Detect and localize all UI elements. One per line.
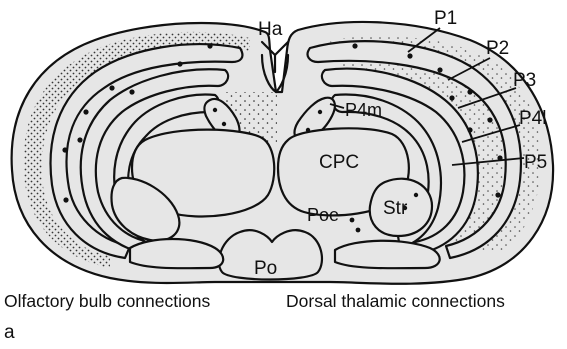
label-p1: P1	[434, 8, 457, 29]
label-p5: P5	[524, 152, 547, 173]
label-poe: Poe	[307, 205, 339, 225]
label-p4l: P4l	[519, 108, 546, 129]
panel-letter: a	[4, 322, 15, 343]
caption-thalamic: Dorsal thalamic connections	[286, 291, 505, 311]
label-p4m: P4m	[345, 100, 382, 120]
label-cpc: CPC	[319, 152, 359, 173]
label-p2: P2	[486, 38, 509, 59]
caption-olfactory: Olfactory bulb connections	[4, 291, 210, 311]
label-po: Po	[254, 258, 277, 279]
label-p3: P3	[513, 70, 536, 91]
label-ha: Ha	[258, 19, 283, 40]
right-bottom-curl	[335, 241, 440, 268]
label-str: Str	[383, 198, 408, 219]
